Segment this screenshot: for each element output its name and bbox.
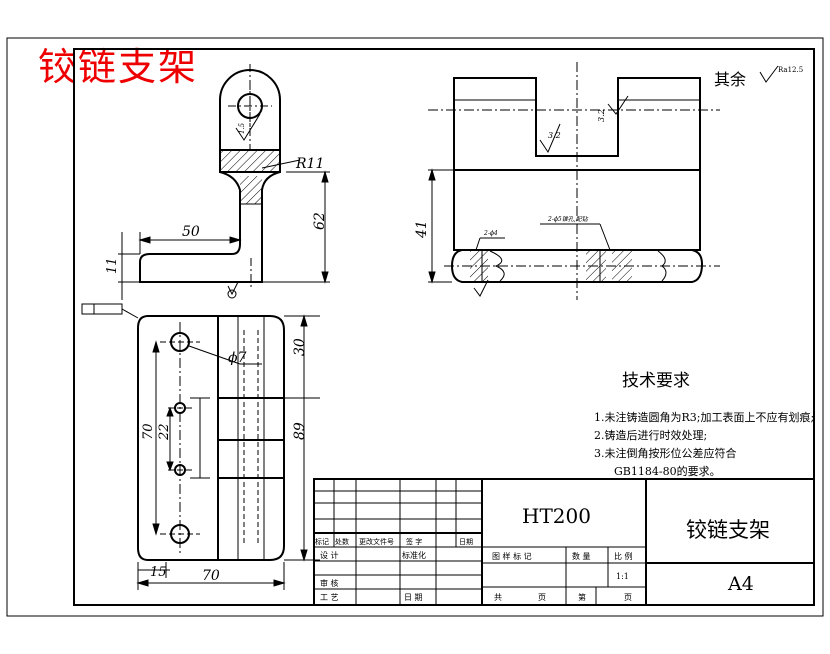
dim-30: 30 [292,338,308,356]
chamfer-note: 2-ϕ5锥孔,配钻 [547,215,589,223]
dim-89: 89 [292,422,308,440]
outer-frame [6,37,824,617]
tb-nth: 第 [578,592,586,602]
section-band [219,149,281,173]
bracket-body [139,171,281,283]
tb-scale-value: 1:1 [616,572,629,581]
tb-scale: 比 例 [614,551,633,561]
plate-outline [137,315,285,561]
tb-hdr-3: 更改文件号 [359,537,394,546]
tech-req-item-1: 1.未注铸造圆角为R3;加工表面上不应有划痕; [594,410,814,424]
tb-quantity: 数 量 [572,551,591,561]
tech-req-title: 技术要求 [622,371,690,391]
tb-page-1: 页 [538,593,546,602]
dim-3-2-a: 3.2 [548,131,561,140]
dim-70-bottom: 70 [202,568,220,584]
base-outline [450,249,704,283]
tb-date: 日 期 [404,593,423,602]
side-view [428,62,779,300]
front-view [118,64,330,300]
tb-hdr-5: 日期 [459,538,473,546]
thread-note: 2-ϕ4 [483,230,498,237]
tb-hdr-2: 处数 [335,537,349,546]
dim-11: 11 [105,257,120,274]
tech-req-item-3: 3.未注倒角按形位公差应符合 [594,446,737,460]
dim-15: 15 [150,565,167,580]
dim-22: 22 [157,423,172,441]
tb-standard: 标准化 [402,550,426,560]
dim-phi7: ϕ7 [228,350,247,366]
tb-total: 共 [494,593,502,602]
dim-62: 62 [312,212,328,230]
dim-3-2-b: 3.2 [597,109,606,122]
sheet-size: A4 [727,573,754,595]
title-block [313,478,815,606]
dim-70-vertical: 70 [141,423,156,440]
tb-review: 审 核 [320,578,339,588]
tb-page-2: 页 [624,593,632,602]
dim-1-5: 1.5 [238,122,246,134]
tb-hdr-1: 标记 [315,537,329,546]
tb-hdr-4: 签 字 [406,537,422,546]
part-name-red-title: 铰链支架 [38,45,199,89]
tb-design: 设 计 [320,550,339,560]
surface-finish-value: Ra12.5 [778,66,803,74]
top-view [81,303,320,590]
material-label: HT200 [522,504,591,528]
dim-41: 41 [414,220,430,239]
tech-req-item-2: 2.铸造后进行时效处理; [594,428,707,442]
part-name-title-block: 铰链支架 [686,518,770,542]
other-surfaces-label: 其余 [714,70,746,89]
tb-drawing-mark: 图 样 标 记 [492,551,532,561]
tech-req-item-4: GB1184-80的要求。 [614,464,721,478]
dim-50: 50 [182,224,200,240]
tb-process: 工 艺 [320,593,339,602]
dim-r11: R11 [295,156,324,172]
